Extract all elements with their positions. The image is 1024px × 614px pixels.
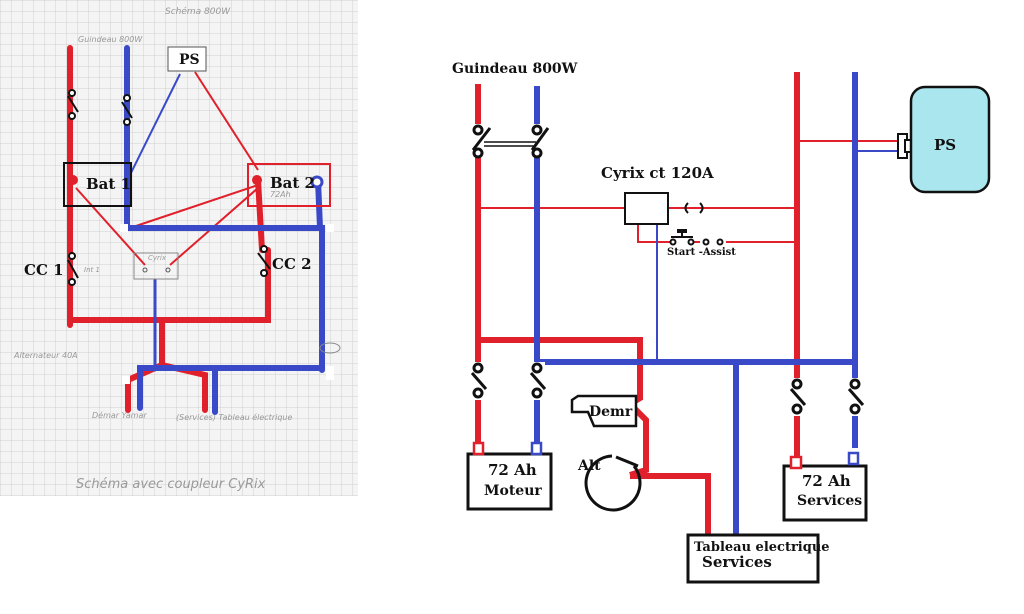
tableau-line2: Services [702, 553, 772, 571]
sketch-bat2-negative [310, 175, 324, 189]
control-wires [478, 140, 898, 362]
sketch-demar-note: Démar Yamar [92, 410, 147, 420]
sketch-thin-blue-wire [124, 73, 181, 186]
demr-label: Demr [589, 404, 633, 420]
starter-motor: Demr [570, 394, 638, 428]
ps-label: PS [934, 136, 956, 154]
sketch-bat1-label: Bat 1 [86, 175, 131, 193]
sketch-bat2-note: 72Ah [270, 190, 291, 199]
sketch-cyrix-box [133, 252, 179, 280]
sketch-negative-wires [124, 45, 325, 415]
sketch-alt-note: Alternateur 40A [13, 351, 78, 360]
battery-services: 72 Ah Services [782, 451, 868, 522]
tableau-line1: Tableau electrique [694, 540, 830, 555]
sketch-bat2-positive [252, 175, 262, 185]
ps-box [909, 85, 991, 194]
clean-diagram: Guindeau 800W Cyrix ct 120A Start -Assis… [452, 61, 991, 584]
battery-moteur-capacity: 72 Ah [488, 461, 537, 479]
cyrix-label: Cyrix ct 120A [601, 164, 714, 182]
sketch-switches [67, 89, 271, 286]
graph-paper-grid [0, 0, 358, 496]
battery-services-negative [847, 451, 860, 466]
sketch-cyrix-note: Cyrix [148, 254, 167, 262]
sketch-bat2-box [247, 163, 331, 207]
battery-moteur-positive [472, 441, 485, 456]
battery-services-capacity: 72 Ah [802, 472, 851, 490]
sketch-ps-box [167, 46, 207, 72]
battery-moteur-negative [530, 441, 543, 456]
sketch-bat1-positive [68, 175, 78, 185]
sketch-ps-label: PS [179, 52, 200, 68]
sketch-schema-note: Schéma 800W [165, 6, 231, 17]
battery-services-positive [789, 455, 803, 470]
start-assist-label: Start -Assist [667, 247, 736, 258]
alt-label: Alt [577, 458, 601, 474]
tableau-electrique: Tableau electrique Services [686, 533, 830, 584]
sketch-guindeau-note: Guindeau 800W [78, 35, 143, 44]
cyrix-connector [684, 202, 704, 214]
sketch-cc2-label: CC 2 [272, 255, 312, 273]
battery-moteur-name: Moteur [484, 483, 542, 499]
battery-services-name: Services [797, 493, 862, 509]
sketch-bat2-label: Bat 2 [270, 174, 315, 192]
switches-lower [470, 362, 865, 416]
hand-sketch: Schéma 800W Guindeau 800W 72Ah Alternate… [0, 0, 358, 496]
sketch-cc1-label: CC 1 [24, 261, 64, 279]
cyrix-box [624, 192, 669, 225]
sketch-int-note: Int 1 [84, 266, 100, 274]
start-assist-button [669, 229, 726, 247]
sketch-bat1-box [63, 162, 132, 207]
battery-moteur: 72 Ah Moteur [466, 441, 553, 511]
alternator: Alt [577, 454, 642, 512]
guindeau-label: Guindeau 800W [452, 61, 578, 77]
breaker-guindeau [469, 124, 550, 159]
sketch-tableau-note: (Services) Tableau électrique [176, 412, 292, 422]
sketch-caption: Schéma avec coupleur CyRix [76, 477, 266, 492]
